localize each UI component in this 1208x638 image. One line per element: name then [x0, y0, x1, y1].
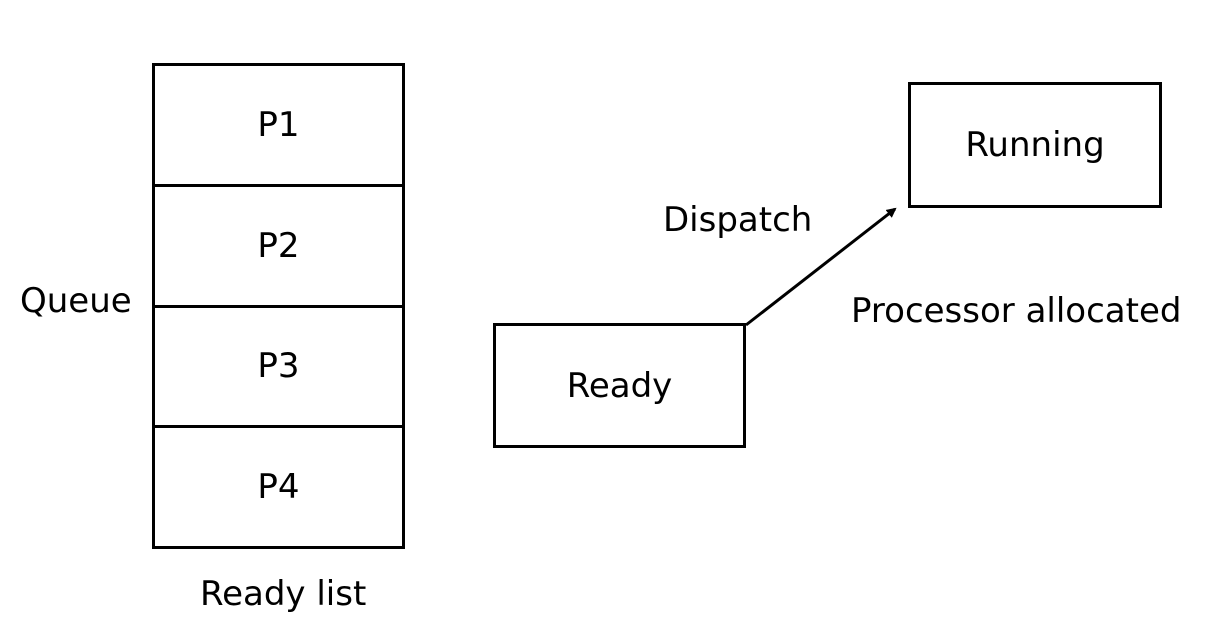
ready-list-stack: P1 P2 P3 P4	[152, 63, 405, 549]
running-state-label: Running	[965, 125, 1105, 165]
dispatch-arrow-line	[745, 207, 897, 327]
running-state-box: Running	[908, 82, 1162, 208]
ready-list-caption: Ready list	[200, 574, 367, 614]
dispatch-label: Dispatch	[663, 200, 813, 240]
ready-state-box: Ready	[493, 323, 746, 448]
ready-state-label: Ready	[566, 365, 673, 406]
processor-allocated-label: Processor allocated	[851, 291, 1182, 331]
queue-item-p1: P1	[257, 104, 300, 145]
queue-item-p3: P3	[155, 304, 402, 426]
queue-item-p4: P4	[155, 425, 402, 546]
queue-item-p2: P2	[155, 183, 402, 305]
queue-label: Queue	[20, 281, 132, 321]
